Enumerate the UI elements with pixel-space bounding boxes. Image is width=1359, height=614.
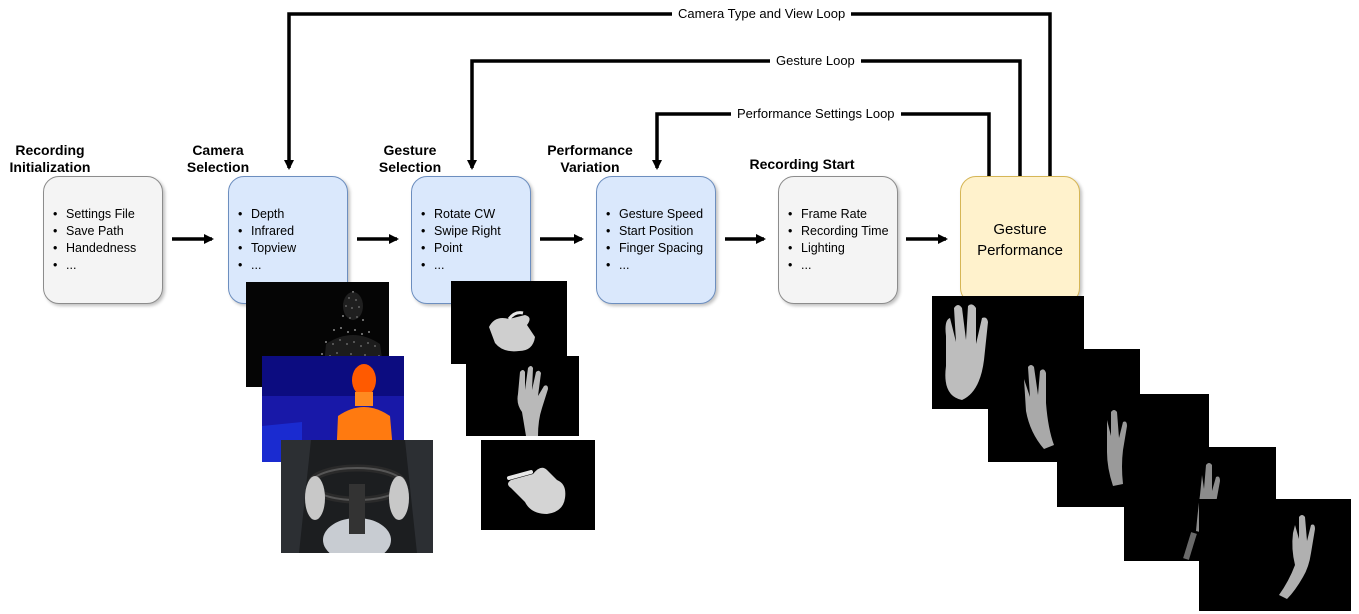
list-item: ... [788,257,889,274]
list-item: Topview [238,240,296,257]
camera-loop-line [284,12,1052,176]
performance-variation-box: Gesture Speed Start Position Finger Spac… [596,176,716,304]
list-item: Rotate CW [421,206,501,223]
camera-loop-label: Camera Type and View Loop [672,6,852,22]
list-item: Point [421,240,501,257]
performance-frame-5 [1199,499,1351,611]
list-item: Save Path [53,223,136,240]
list-item: ... [606,257,703,274]
list-item: ... [421,257,501,274]
list-item: Lighting [788,240,889,257]
list-item: Settings File [53,206,136,223]
list-item: Frame Rate [788,206,889,223]
performance-loop-label: Performance Settings Loop [731,106,901,122]
list-item: Infrared [238,223,296,240]
list-item: Finger Spacing [606,240,703,257]
list-item: Handedness [53,240,136,257]
list-item: Gesture Speed [606,206,703,223]
list-item: Swipe Right [421,223,501,240]
topview-camera-image [281,440,433,553]
swipe-gesture-image [466,356,579,436]
list-item: Recording Time [788,223,888,240]
list-item: Depth [238,206,296,223]
gesture-performance-box: Gesture Performance [960,176,1080,304]
rotate-gesture-image [451,281,567,364]
gesture-performance-label-line1: Gesture [993,221,1047,238]
recording-start-box: Frame Rate Recording Time Lighting ... [778,176,898,304]
point-gesture-image [481,440,595,530]
gesture-performance-label-line2: Performance [977,242,1063,259]
gesture-loop-line [467,59,1022,176]
list-item: Start Position [606,223,703,240]
stage-title-recording-start: Recording Start [749,156,855,172]
recording-initialization-box: Settings File Save Path Handedness ... [43,176,163,304]
list-item: ... [53,257,136,274]
gesture-loop-label: Gesture Loop [770,53,861,69]
list-item: ... [238,257,296,274]
